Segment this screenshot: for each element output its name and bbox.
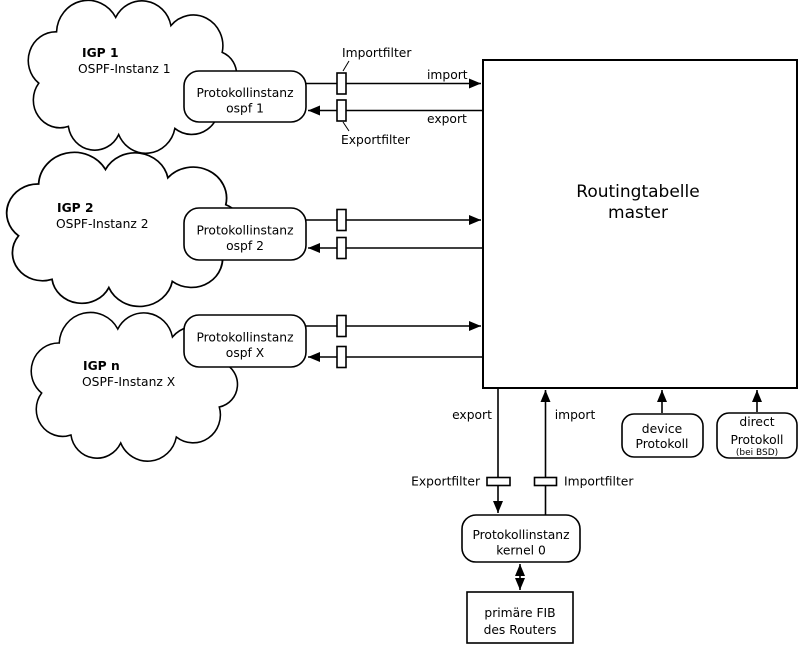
routing-table-subtitle: master [608, 203, 668, 223]
export-filter-symbol [486, 476, 511, 487]
protocol-instance-ospf2: Protokollinstanz ospf 2 [183, 207, 483, 261]
kernel-instance-id: kernel 0 [496, 544, 546, 558]
direct-protocol-box [716, 412, 798, 459]
importfilter-callout-line [342, 60, 350, 72]
exportfilter-callout-line [342, 121, 350, 132]
device-line1: device [642, 422, 682, 436]
kernel-instance-box [461, 514, 581, 563]
cloud-subtitle: OSPF-Instanz X [82, 375, 176, 389]
export-filter-symbol [336, 345, 347, 369]
device-protocol-box [621, 413, 704, 458]
cloud-title: IGP 1 [82, 46, 119, 60]
cloud-title: IGP n [83, 359, 120, 373]
fib-line2: des Routers [484, 623, 557, 637]
importfilter-label: Importfilter [564, 475, 634, 489]
instance-name: Protokollinstanz [196, 86, 293, 100]
cloud-igp-2: IGP 2 OSPF-Instanz 2 [5, 151, 243, 308]
fib-line1: primäre FIB [484, 606, 555, 620]
export-filter-symbol [336, 236, 347, 260]
instance-name: Protokollinstanz [196, 331, 293, 345]
routing-table-box [482, 59, 798, 389]
export-flow-label: export [427, 112, 467, 126]
kernel-section: export import Exportfilter Importfilter … [411, 388, 634, 644]
import-filter-symbol [336, 208, 347, 232]
cloud-title: IGP 2 [57, 201, 94, 215]
instance-id: ospf 1 [226, 102, 264, 116]
protocol-instance-ospf1: Protokollinstanz ospf 1 Importfilter Exp… [183, 46, 483, 147]
routing-table-title: Routingtabelle [576, 182, 699, 202]
importfilter-label: Importfilter [342, 46, 412, 60]
exportfilter-label: Exportfilter [341, 133, 411, 147]
protocol-instance-ospfx: Protokollinstanz ospf X [183, 314, 483, 369]
cloud-subtitle: OSPF-Instanz 2 [56, 217, 149, 231]
cloud-subtitle: OSPF-Instanz 1 [78, 62, 171, 76]
import-filter-symbol [336, 72, 347, 95]
kernel-instance-name: Protokollinstanz [472, 528, 569, 542]
device-protocol: device Protokoll [621, 390, 704, 458]
import-filter-symbol [336, 314, 347, 338]
fib-box [466, 591, 574, 644]
instance-id: ospf X [226, 346, 265, 360]
instance-box [183, 314, 307, 368]
import-flow-label: import [427, 68, 468, 82]
instance-id: ospf 2 [226, 239, 264, 253]
direct-protocol: direct Protokoll (bei BSD) [716, 390, 798, 459]
direct-note: (bei BSD) [736, 448, 778, 458]
export-filter-symbol [336, 99, 347, 122]
exportfilter-label: Exportfilter [411, 475, 481, 489]
import-flow-label: import [555, 408, 596, 422]
direct-line2: Protokoll [731, 433, 784, 447]
instance-box [183, 207, 307, 261]
routing-table-master: Routingtabelle master [482, 59, 798, 389]
instance-box [183, 70, 307, 123]
cloud-igp-1: IGP 1 OSPF-Instanz 1 [27, 0, 238, 155]
cloud-igp-n: IGP n OSPF-Instanz X [30, 311, 239, 462]
import-filter-symbol [533, 476, 558, 487]
direct-line1: direct [739, 415, 774, 429]
device-line2: Protokoll [636, 437, 689, 451]
instance-name: Protokollinstanz [196, 224, 293, 238]
export-flow-label: export [452, 408, 492, 422]
